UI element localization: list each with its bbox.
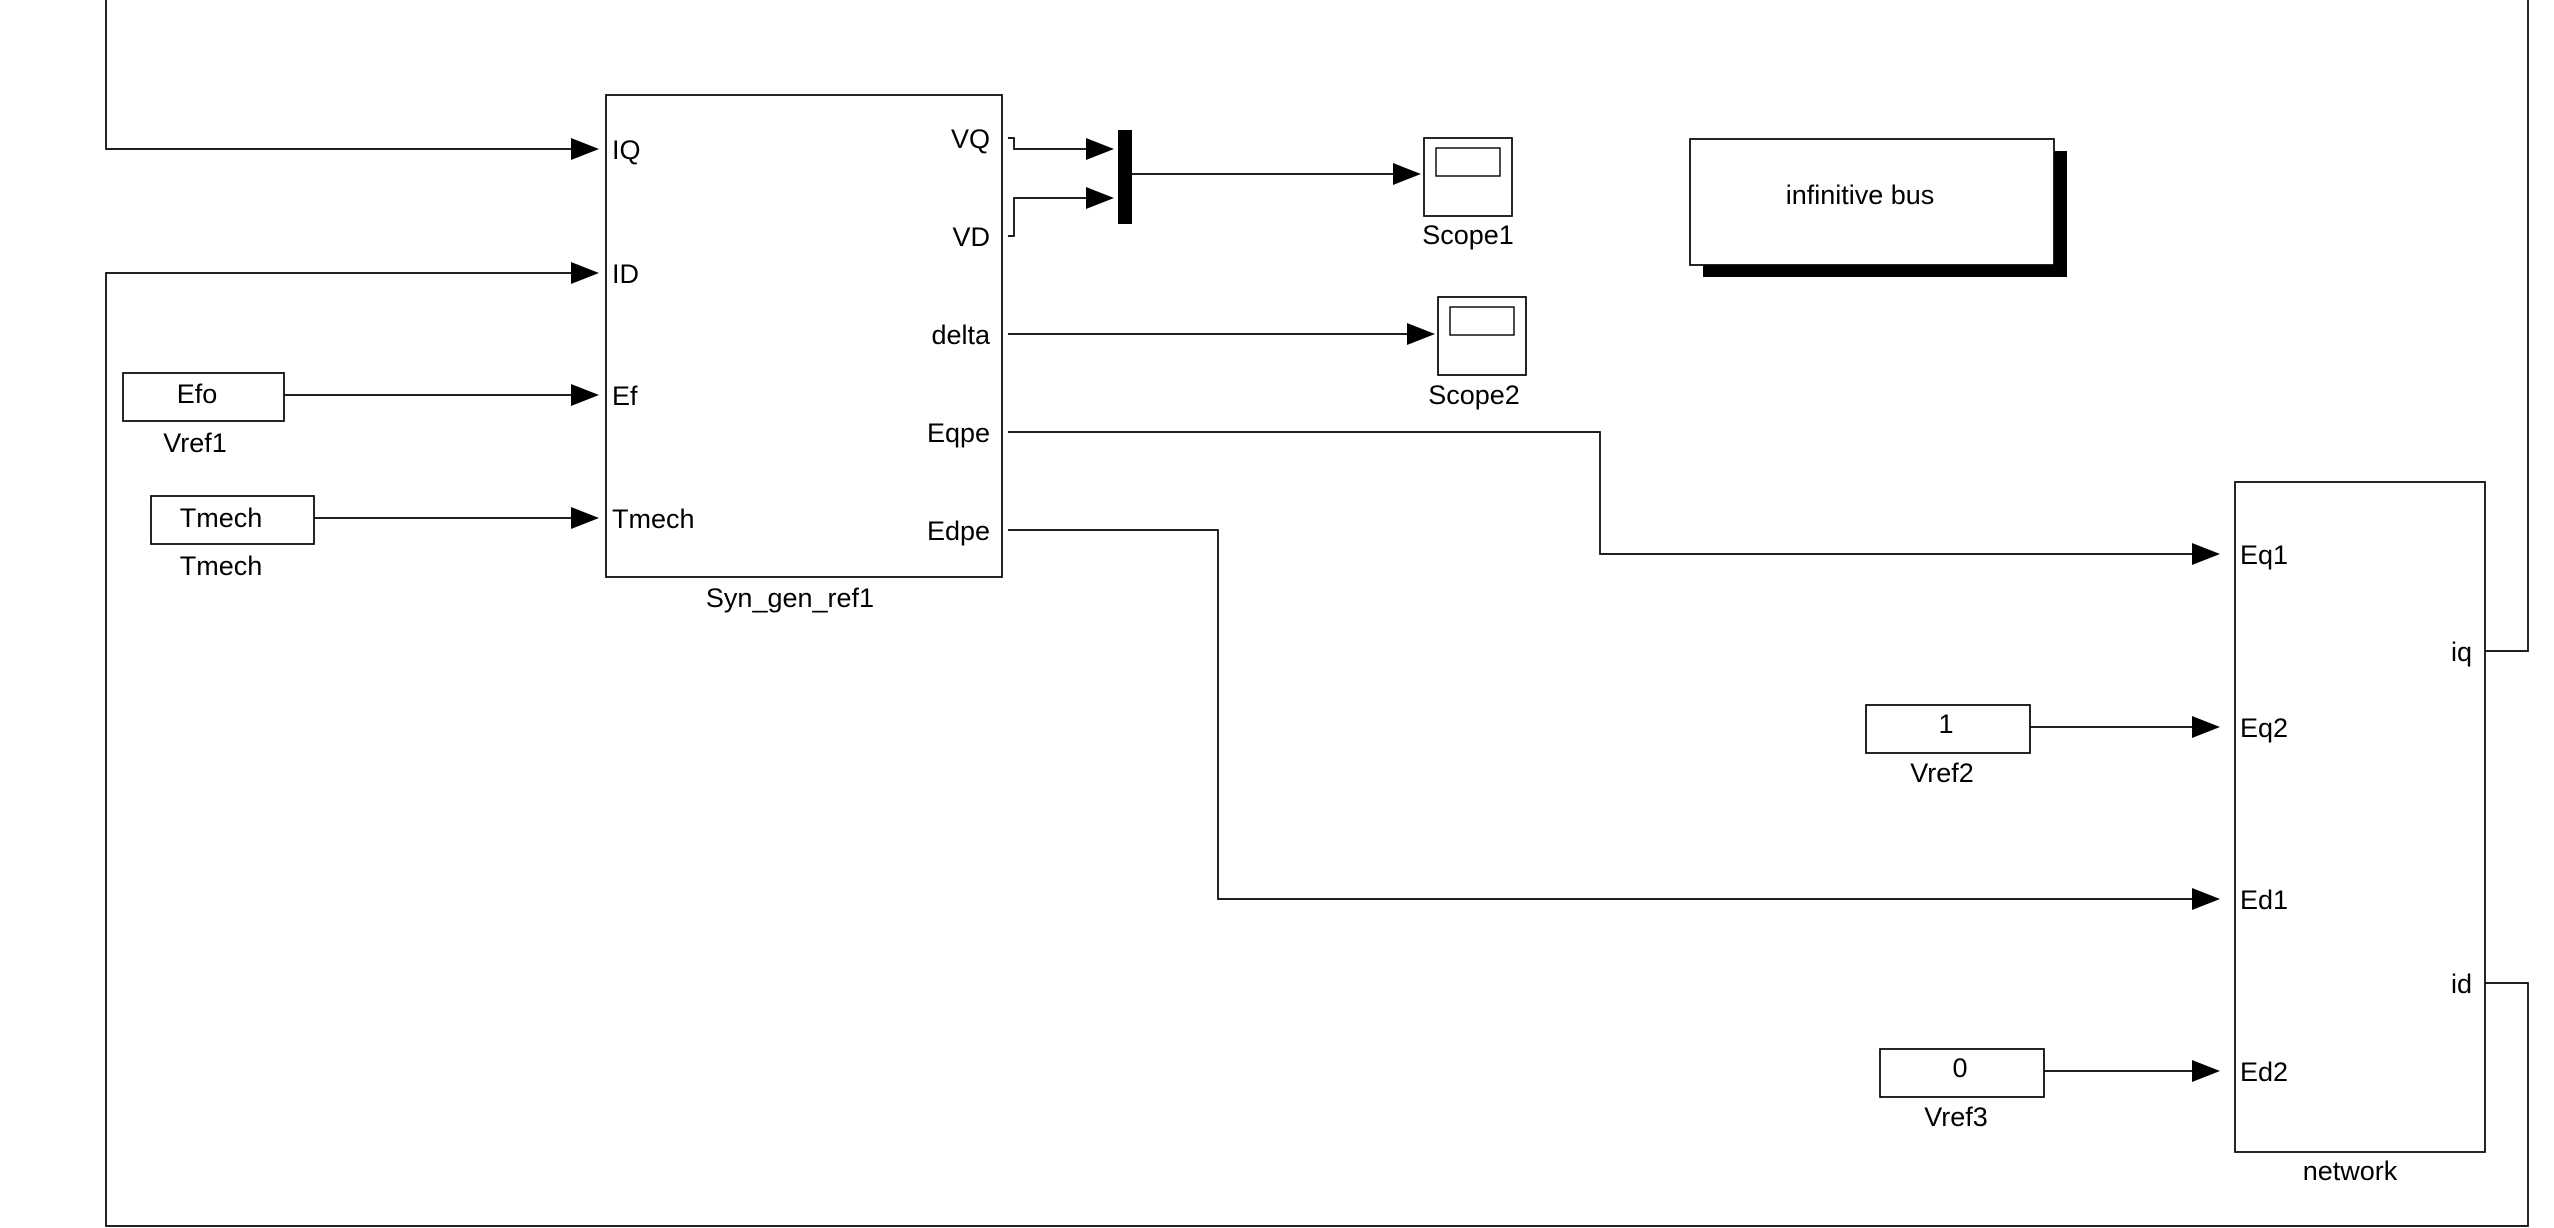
port-label-Ed2: Ed2 [2240,1057,2288,1087]
port-label-ID: ID [612,259,639,289]
port-label-Eq2: Eq2 [2240,713,2288,743]
port-label-VD: VD [952,222,990,252]
port-label-delta: delta [931,320,991,350]
signal-line-vd[interactable] [1008,197,1086,237]
signal-line-vq[interactable] [1008,137,1086,150]
scope1-name[interactable]: Scope1 [1422,220,1514,250]
constant-vref2-name[interactable]: Vref2 [1910,758,1974,788]
constant-vref1-name[interactable]: Vref1 [163,428,227,458]
subsystem-network[interactable]: Eq1 Eq2 Ed1 Ed2 iq id network [2234,481,2486,1186]
constant-tmech-body[interactable] [150,495,315,545]
signal-line-eqpe[interactable] [1008,431,2192,555]
Ef-input-arrow [571,384,599,406]
Eq1-input-arrow [2192,543,2220,565]
signal-line-edpe[interactable] [1008,529,2192,900]
signal-line-id-feedback[interactable] [105,272,2529,1227]
network-block-name[interactable]: network [2303,1156,2398,1186]
Ed1-input-arrow [2192,888,2220,910]
IQ-input-arrow [571,138,599,160]
constant-tmech[interactable]: Tmech Tmech [150,495,315,581]
subsystem-syn-gen[interactable]: IQ ID Ef Tmech VQ VD delta Eqpe Edpe Syn… [605,94,1003,613]
signal-lines [105,0,2529,1227]
signal-line-iq-feedback[interactable] [2474,0,2529,652]
constant-vref1-body[interactable] [122,372,285,422]
scope2-block[interactable]: Scope2 [1428,296,1527,410]
constant-vref2-body[interactable] [1865,704,2031,754]
port-label-Eq1: Eq1 [2240,540,2288,570]
mux-block[interactable] [1118,130,1132,224]
constant-tmech-value: Tmech [180,503,263,533]
mux-in2-arrow [1086,187,1114,209]
port-label-Tmech-in: Tmech [612,504,695,534]
constant-tmech-name[interactable]: Tmech [180,551,263,581]
constant-vref2[interactable]: 1 Vref2 [1865,704,2031,788]
constant-vref1[interactable]: Efo Vref1 [122,372,285,458]
scope1-block[interactable]: Scope1 [1422,137,1514,250]
scope1-screen-icon [1435,147,1501,177]
syn-gen-block-body[interactable] [605,94,1003,578]
port-label-id: id [2451,969,2472,999]
mux-in1-arrow [1086,138,1114,160]
port-label-Edpe: Edpe [927,516,990,546]
constant-vref3-name[interactable]: Vref3 [1924,1102,1988,1132]
annotation-box[interactable] [1689,138,2055,266]
port-label-VQ: VQ [951,124,990,154]
scope1-input-arrow [1393,163,1421,185]
annotation-text: infinitive bus [1786,180,1935,210]
Ed2-input-arrow [2192,1060,2220,1082]
constant-vref3-body[interactable] [1879,1048,2045,1098]
port-label-Ed1: Ed1 [2240,885,2288,915]
scope2-input-arrow [1407,323,1435,345]
syn-gen-block-name[interactable]: Syn_gen_ref1 [706,583,874,613]
ID-input-arrow [571,262,599,284]
signal-line-iq-to-IQ[interactable] [105,0,571,150]
constant-vref3[interactable]: 0 Vref3 [1879,1048,2045,1132]
infinitive-bus-annotation[interactable]: infinitive bus [1689,138,2067,277]
constant-vref2-value: 1 [1938,709,1953,739]
port-label-iq: iq [2451,637,2472,667]
Eq2-input-arrow [2192,716,2220,738]
port-label-Eqpe: Eqpe [927,418,990,448]
Tmech-input-arrow [571,507,599,529]
scope2-screen-icon [1449,306,1515,336]
constant-vref1-value: Efo [177,379,218,409]
network-block-body[interactable] [2234,481,2486,1153]
scope2-name[interactable]: Scope2 [1428,380,1520,410]
constant-vref3-value: 0 [1952,1053,1967,1083]
port-label-Ef: Ef [612,381,638,411]
port-label-IQ: IQ [612,135,641,165]
